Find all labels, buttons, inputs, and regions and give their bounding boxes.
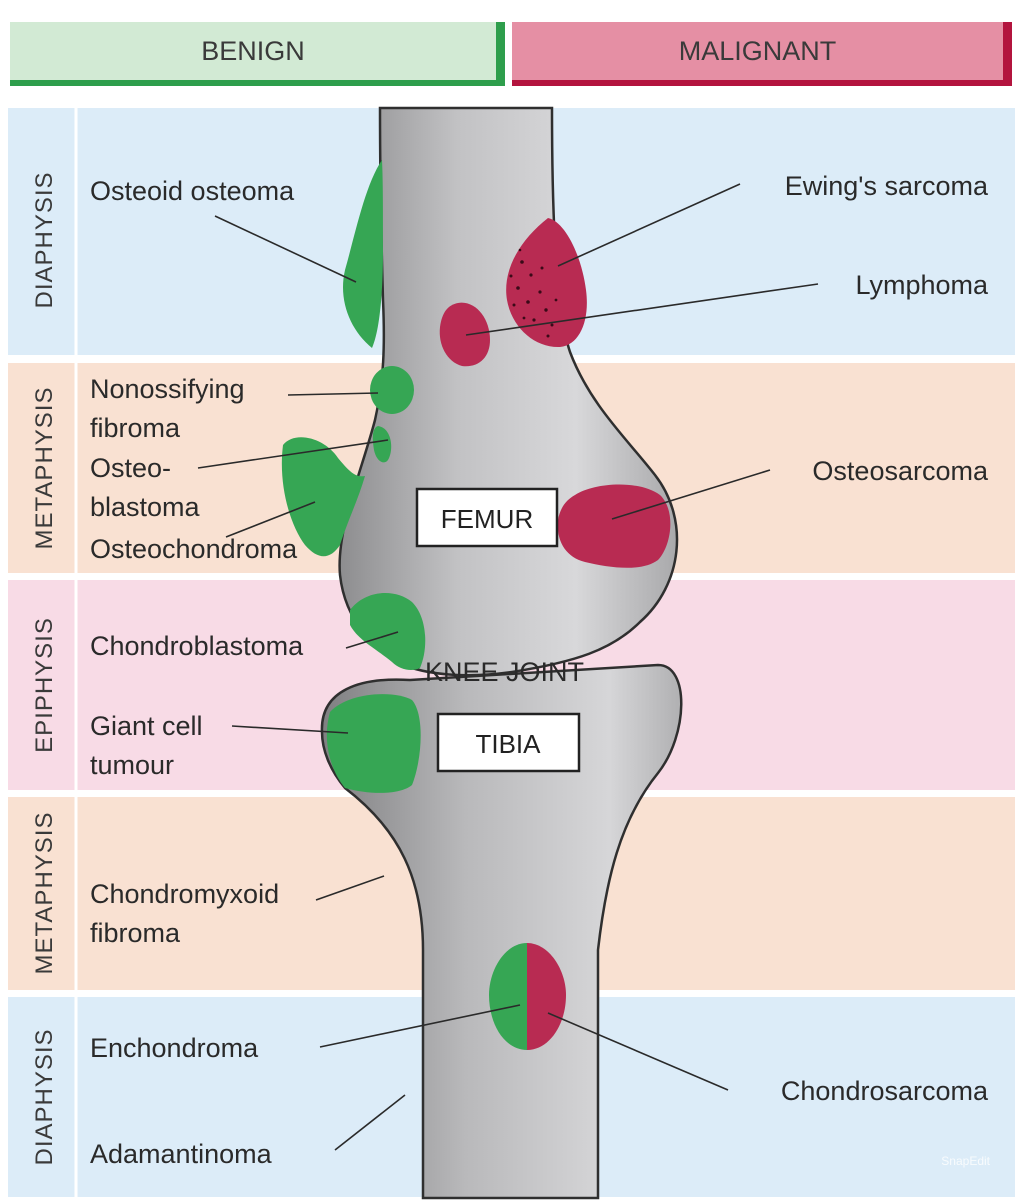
label-osteochondroma: Osteochondroma (90, 534, 298, 564)
leader-giant-cell-tumour (231, 725, 349, 734)
benign-header-label: BENIGN (201, 35, 305, 66)
tibia-bone (320, 663, 683, 1200)
leader-chondrosarcoma (547, 1012, 729, 1091)
lesion-lymphoma (439, 302, 490, 367)
lesion-giant-cell-tumour (326, 694, 421, 793)
label-osteoid-osteoma: Osteoid osteoma (90, 176, 295, 206)
leader-osteosarcoma (611, 469, 771, 520)
zone-label-metaphysis-lower: METAPHYSIS (31, 812, 58, 975)
knee-joint-label: KNEE JOINT (425, 657, 584, 687)
malignant-header-label: MALIGNANT (678, 35, 837, 66)
benign-header: BENIGN (10, 22, 505, 86)
ewings-sarcoma-speckles (509, 248, 558, 338)
label-nonossifying-line1: Nonossifying (90, 374, 245, 404)
benign-labels: Osteoid osteoma Nonossifying fibroma Ost… (90, 176, 304, 1169)
leader-chondroblastoma (345, 631, 399, 649)
label-giant-cell-line1: Giant cell (90, 711, 203, 741)
label-giant-cell-line2: tumour (90, 750, 174, 780)
label-osteoblastoma-line1: Osteo- (90, 453, 171, 483)
label-adamantinoma: Adamantinoma (90, 1139, 273, 1169)
label-ewings-sarcoma: Ewing's sarcoma (785, 171, 989, 201)
label-chondromyxoid-line2: fibroma (90, 918, 181, 948)
tibia-label: TIBIA (475, 729, 541, 759)
lesion-ewings-sarcoma (506, 218, 587, 348)
watermark: SnapEdit (941, 1154, 990, 1168)
leader-adamantinoma (334, 1094, 406, 1151)
label-chondromyxoid-line1: Chondromyxoid (90, 879, 279, 909)
leader-lines (197, 183, 819, 1151)
leader-ewings-sarcoma (557, 183, 741, 267)
lesion-osteochondroma (281, 437, 365, 557)
malignant-labels: Ewing's sarcoma Lymphoma Osteosarcoma Ch… (781, 171, 989, 1106)
zone-label-epiphysis: EPIPHYSIS (31, 617, 58, 753)
leader-nonossifying-fibroma (287, 392, 379, 396)
lesion-osteoblastoma (372, 426, 392, 463)
label-osteosarcoma: Osteosarcoma (812, 456, 989, 486)
label-chondroblastoma: Chondroblastoma (90, 631, 304, 661)
label-chondrosarcoma: Chondrosarcoma (781, 1076, 989, 1106)
leader-chondromyxoid-fibroma (315, 875, 385, 901)
label-osteoblastoma-line2: blastoma (90, 492, 201, 522)
zone-label-diaphysis-lower: DIAPHYSIS (31, 1028, 58, 1165)
label-nonossifying-line2: fibroma (90, 413, 181, 443)
lesion-osteoid-osteoma (343, 160, 383, 348)
zone-label-metaphysis-upper: METAPHYSIS (31, 387, 58, 550)
lesion-chondroblastoma (350, 592, 426, 670)
label-lymphoma: Lymphoma (855, 270, 989, 300)
lesion-chondrosarcoma-benign-half (489, 943, 527, 1050)
leader-osteoid-osteoma (214, 215, 357, 283)
malignant-header: MALIGNANT (512, 22, 1012, 86)
lesion-nonossifying-fibroma (370, 366, 414, 414)
leader-lymphoma (465, 283, 819, 336)
lesion-osteosarcoma (557, 484, 671, 568)
tibia-box (436, 712, 581, 773)
lesion-chondrosarcoma-malignant-half (527, 943, 566, 1050)
malignant-lesions (439, 218, 671, 1050)
femur-label: FEMUR (441, 504, 533, 534)
zone-label-diaphysis-upper: DIAPHYSIS (31, 171, 58, 308)
femur-box (415, 487, 559, 548)
label-enchondroma: Enchondroma (90, 1033, 259, 1063)
leader-osteoblastoma (197, 439, 389, 469)
leader-osteochondroma (225, 501, 316, 538)
leader-enchondroma (319, 1004, 521, 1048)
